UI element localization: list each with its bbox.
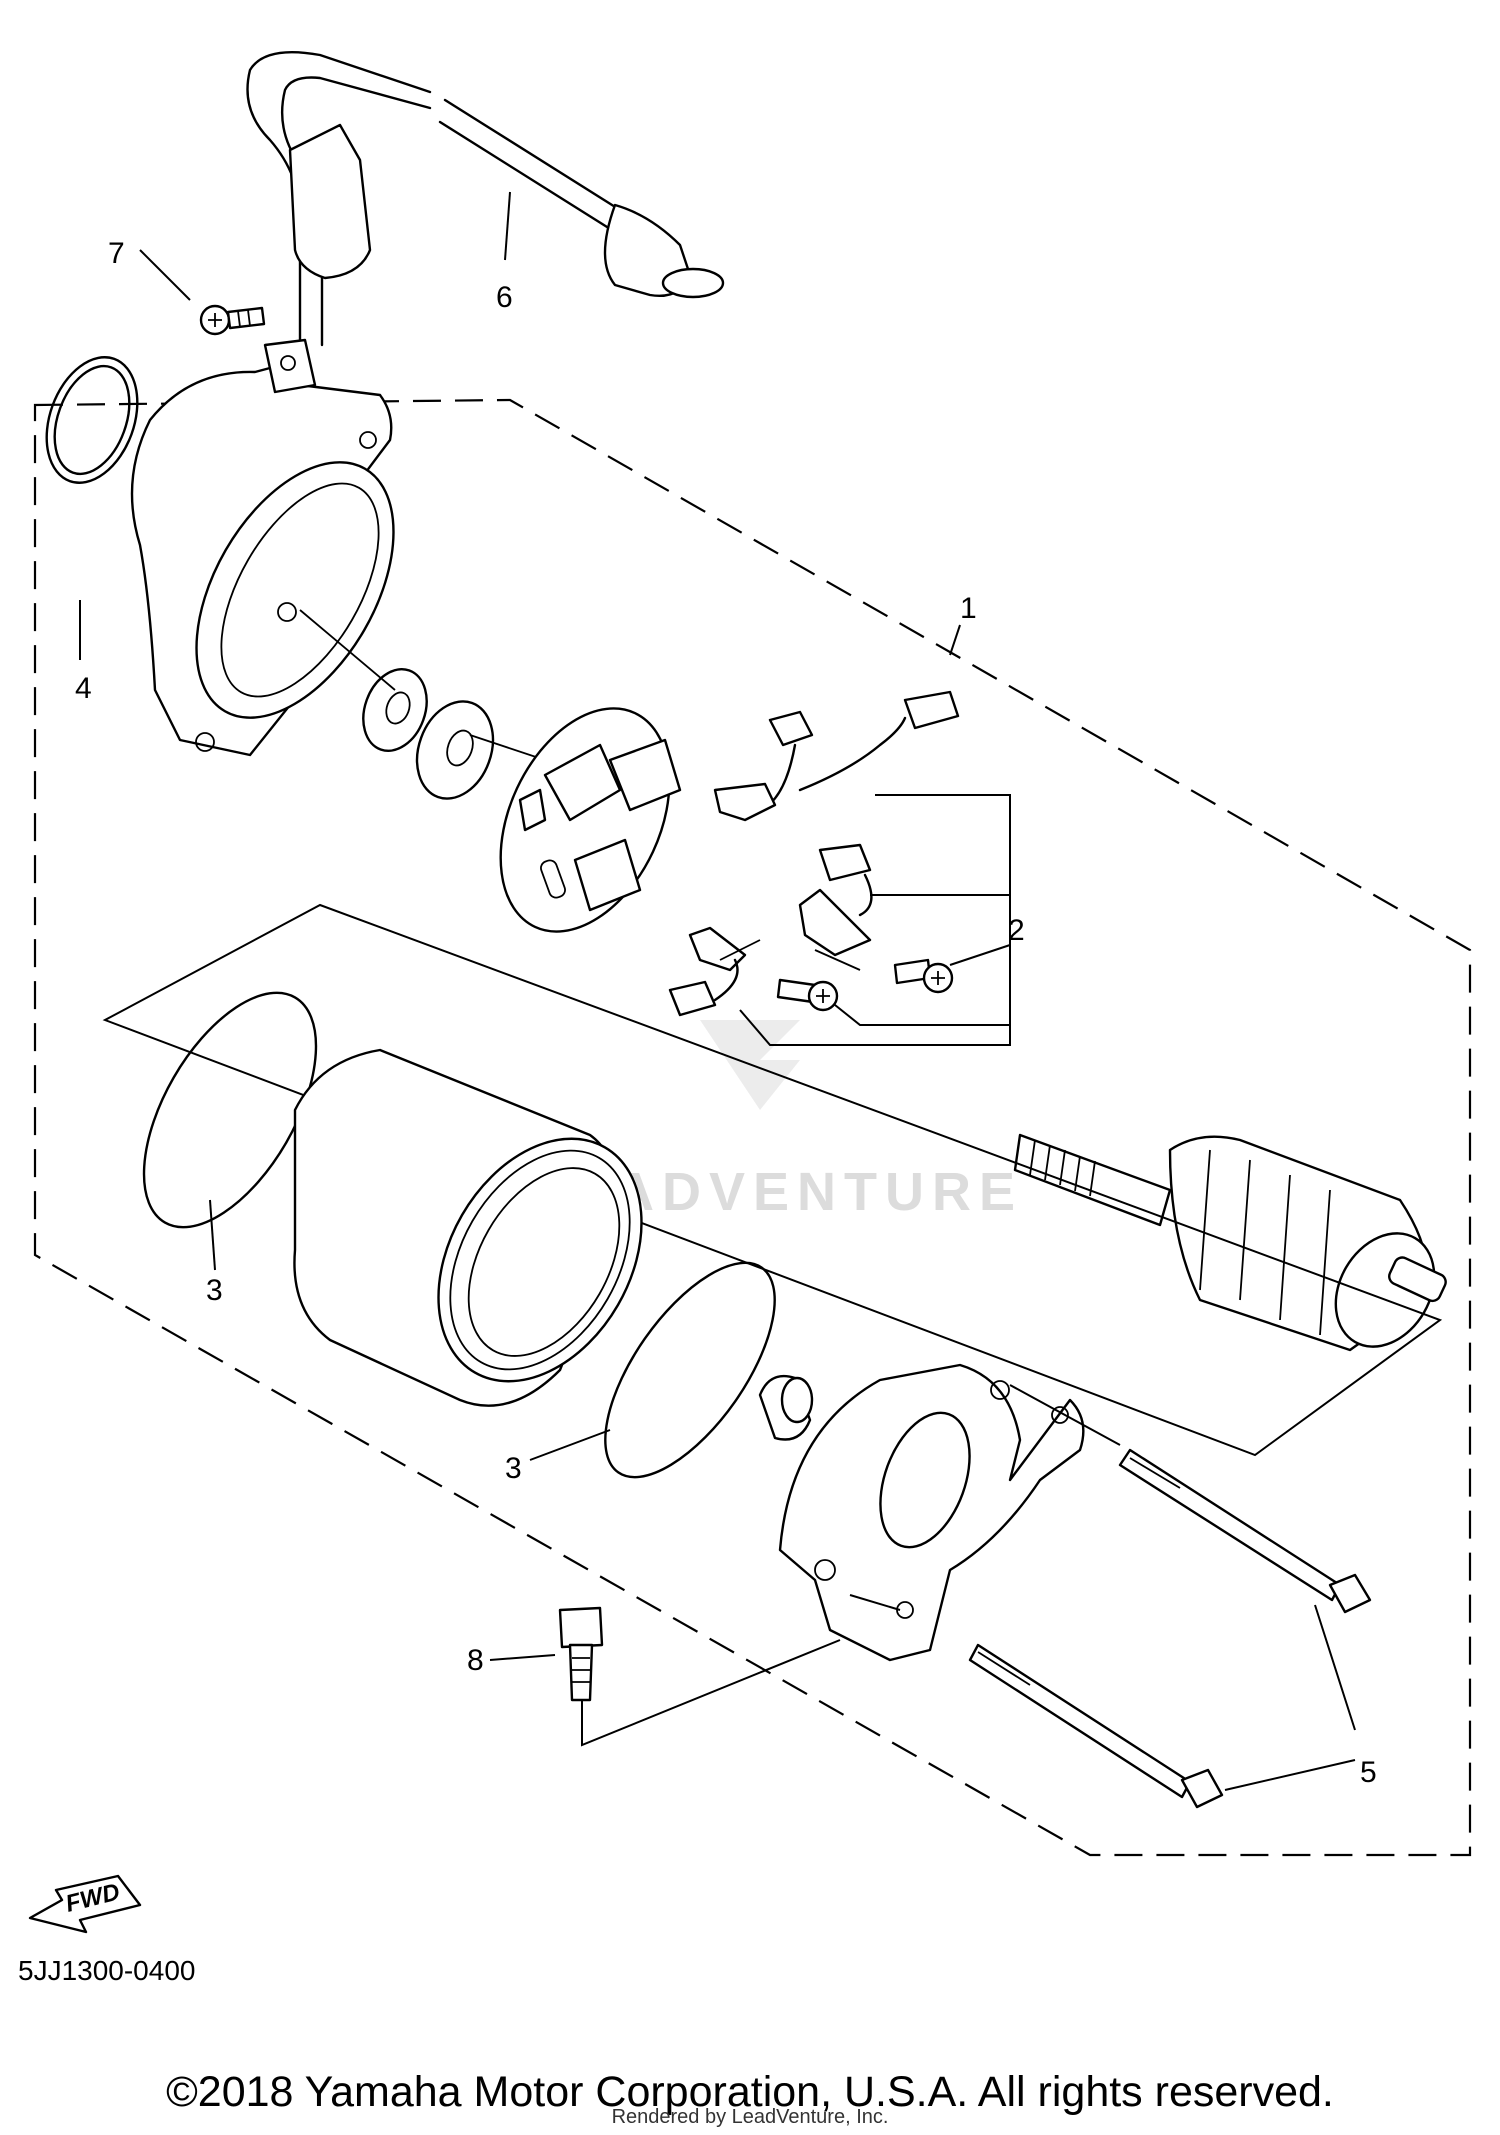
- callout-3-upper: 3: [206, 1274, 223, 1307]
- fwd-arrow-icon: FWD: [28, 1874, 142, 1934]
- callout-1: 1: [960, 592, 977, 625]
- render-credit: Rendered by LeadVenture, Inc.: [611, 2106, 889, 2128]
- through-bolts: [968, 1448, 1372, 1809]
- callout-4: 4: [75, 672, 92, 705]
- brush-holder: [499, 707, 682, 933]
- callout-3-lower: 3: [505, 1452, 522, 1485]
- callout-7: 7: [108, 237, 125, 270]
- assembly-dashed-outline: [33, 398, 1472, 1857]
- gaskets: [142, 991, 776, 1479]
- brush-set: [668, 690, 1011, 1046]
- bolt-7: [199, 304, 266, 336]
- callout-8: 8: [467, 1644, 484, 1677]
- front-cover: [778, 1363, 1121, 1662]
- brush-screw-upper: [893, 958, 954, 994]
- callout-2: 2: [1008, 914, 1025, 947]
- lead-wire: [246, 51, 725, 347]
- rear-cover: [130, 338, 395, 757]
- washers: [299, 609, 546, 800]
- callout-6: 6: [496, 281, 513, 314]
- bushing: [758, 1374, 814, 1441]
- brush-screw-lower: [776, 978, 839, 1012]
- callout-leaders: [79, 191, 961, 1661]
- bolt-8: [558, 1606, 841, 1747]
- o-ring-4: [45, 356, 139, 484]
- diagram-code: 5JJ1300-0400: [18, 1955, 196, 1986]
- yoke: [293, 1048, 643, 1407]
- armature-group-box: [102, 903, 1443, 1457]
- armature: [1013, 1133, 1447, 1352]
- copyright-notice: ©2018 Yamaha Motor Corporation, U.S.A. A…: [166, 2068, 1334, 2116]
- callout-5: 5: [1360, 1756, 1377, 1789]
